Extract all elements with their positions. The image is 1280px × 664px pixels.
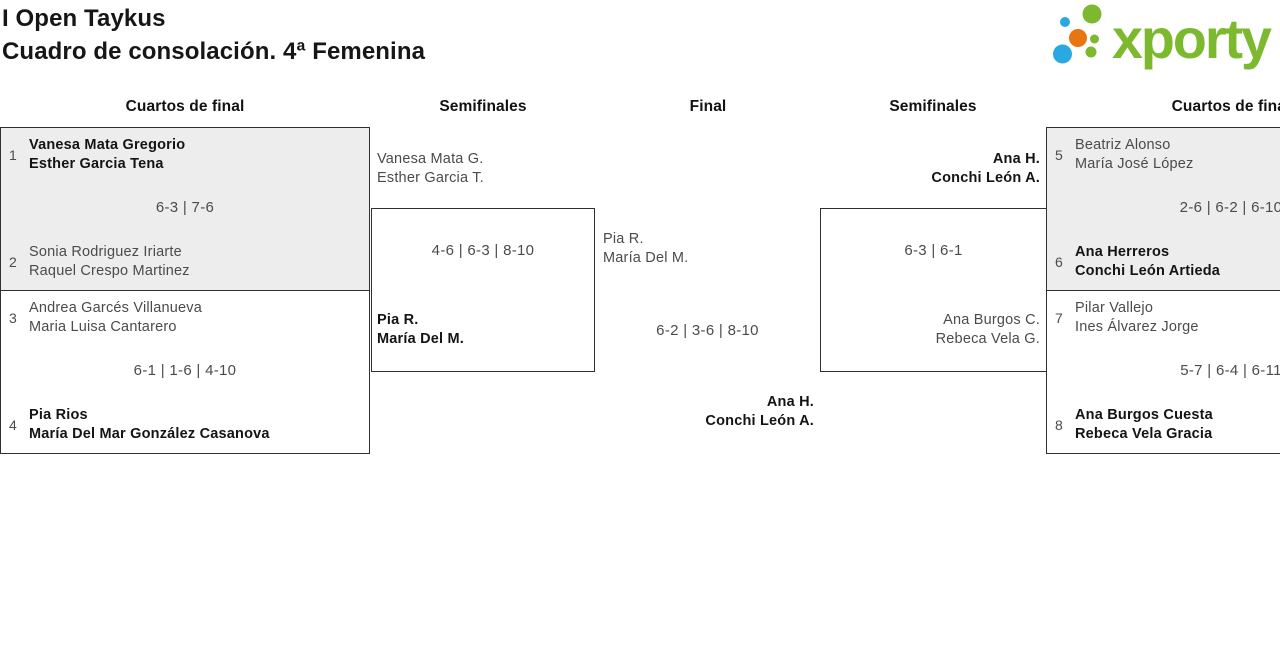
match-score: 6-3 | 7-6	[155, 199, 215, 216]
team-entry: Beatriz Alonso María José López	[1075, 136, 1193, 174]
match-box-qf3: 5 Beatriz Alonso María José López 2-6 | …	[1046, 127, 1280, 291]
seed-number: 4	[9, 417, 17, 433]
team-entry: Sonia Rodriguez Iriarte Raquel Crespo Ma…	[29, 243, 190, 281]
final-score: 6-2 | 3-6 | 8-10	[656, 322, 759, 339]
player-name: Sonia Rodriguez Iriarte	[29, 244, 182, 260]
seed-number: 3	[9, 310, 17, 326]
player-name: Conchi León A.	[931, 170, 1040, 186]
player-name: Conchi León Artieda	[1075, 263, 1221, 279]
player-name: María Del Mar González Casanova	[29, 426, 270, 442]
page-title: I Open Taykus Cuadro de consolación. 4ª …	[2, 2, 425, 68]
match-box-sf2: 6-3 | 6-1	[820, 208, 1047, 372]
match-box-sf1: 4-6 | 6-3 | 8-10	[371, 208, 595, 372]
player-name: Ana Burgos Cuesta	[1075, 407, 1213, 423]
seed-number: 6	[1055, 254, 1063, 270]
player-name: Pia R.	[377, 312, 419, 328]
sf2-team-top: Ana H. Conchi León A.	[931, 150, 1040, 188]
match-score: 5-7 | 6-4 | 6-11	[1180, 362, 1280, 379]
player-name: Rebeca Vela G.	[935, 331, 1040, 347]
xporty-logo[interactable]: xporty	[1050, 1, 1280, 73]
player-name: Beatriz Alonso	[1075, 137, 1171, 153]
team-entry: Pia Rios María Del Mar González Casanova	[29, 406, 270, 444]
team-entry: Ana Herreros Conchi León Artieda	[1075, 243, 1220, 281]
tournament-name: I Open Taykus	[2, 5, 166, 32]
player-name: Raquel Crespo Martinez	[29, 263, 190, 279]
team-entry: Andrea Garcés Villanueva Maria Luisa Can…	[29, 299, 202, 337]
player-name: Maria Luisa Cantarero	[29, 319, 177, 335]
sf2-team-bottom: Ana Burgos C. Rebeca Vela G.	[936, 311, 1040, 349]
player-name: Ines Álvarez Jorge	[1075, 319, 1199, 335]
sf1-team-top: Vanesa Mata G. Esther Garcia T.	[377, 150, 484, 188]
player-name: María José López	[1075, 156, 1194, 172]
seed-number: 7	[1055, 310, 1063, 326]
round-header-semis-right: Semifinales	[889, 98, 977, 115]
match-box-qf2: 3 Andrea Garcés Villanueva Maria Luisa C…	[0, 290, 370, 454]
match-score: 6-3 | 6-1	[904, 242, 963, 259]
match-box-qf4: 7 Pilar Vallejo Ines Álvarez Jorge 5-7 |…	[1046, 290, 1280, 454]
team-entry: Vanesa Mata Gregorio Esther Garcia Tena	[29, 136, 185, 174]
seed-number: 8	[1055, 417, 1063, 433]
player-name: Ana Burgos C.	[943, 312, 1040, 328]
player-name: Conchi León A.	[705, 413, 814, 429]
player-name: Ana H.	[992, 151, 1040, 167]
team-entry: Pilar Vallejo Ines Álvarez Jorge	[1075, 299, 1199, 337]
match-score: 4-6 | 6-3 | 8-10	[431, 242, 535, 259]
player-name: Andrea Garcés Villanueva	[29, 300, 202, 316]
seed-number: 5	[1055, 147, 1063, 163]
round-header-final: Final	[689, 98, 727, 115]
match-score: 6-1 | 1-6 | 4-10	[133, 362, 237, 379]
final-team-left: Pia R. María Del M.	[603, 230, 688, 268]
final-team-right: Ana H. Conchi León A.	[705, 393, 814, 431]
round-header-quarters-right: Cuartos de final	[1171, 98, 1280, 115]
team-entry: Ana Burgos Cuesta Rebeca Vela Gracia	[1075, 406, 1213, 444]
draw-name: Cuadro de consolación. 4ª Femenina	[2, 38, 426, 65]
match-score: 2-6 | 6-2 | 6-10	[1179, 199, 1280, 216]
seed-number: 1	[9, 147, 17, 163]
player-name: Ana H.	[766, 394, 814, 410]
player-name: María Del M.	[603, 250, 689, 266]
player-name: Pia R.	[603, 231, 644, 247]
match-box-qf1: 1 Vanesa Mata Gregorio Esther Garcia Ten…	[0, 127, 370, 291]
player-name: Pia Rios	[29, 407, 88, 423]
player-name: Ana Herreros	[1075, 244, 1170, 260]
player-name: Vanesa Mata Gregorio	[29, 137, 186, 153]
seed-number: 2	[9, 254, 17, 270]
player-name: Esther Garcia T.	[377, 170, 484, 186]
xporty-logo-text: xporty	[1112, 7, 1272, 70]
player-name: Pilar Vallejo	[1075, 300, 1154, 316]
player-name: Rebeca Vela Gracia	[1075, 426, 1213, 442]
round-header-semis-left: Semifinales	[439, 98, 527, 115]
xporty-logo-dots-icon	[1053, 4, 1102, 64]
player-name: Esther Garcia Tena	[29, 156, 164, 172]
player-name: María Del M.	[377, 331, 465, 347]
sf1-team-bottom: Pia R. María Del M.	[377, 311, 464, 349]
round-header-quarters-left: Cuartos de final	[125, 98, 245, 115]
player-name: Vanesa Mata G.	[377, 151, 484, 167]
